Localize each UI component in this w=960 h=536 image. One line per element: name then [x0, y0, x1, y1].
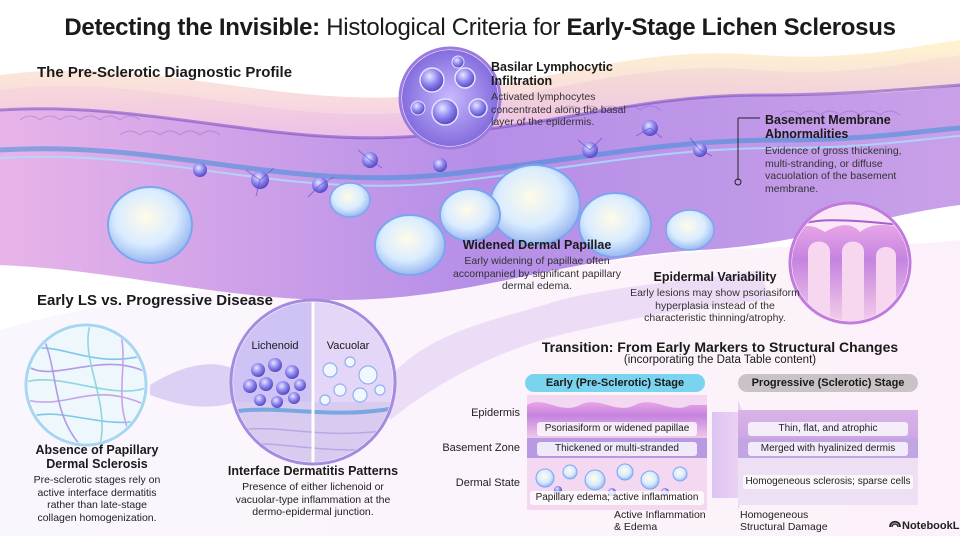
brand-logo: NotebookLM: [902, 520, 960, 532]
papillae-title: Widened Dermal Papillae: [462, 238, 612, 252]
absence-title: Absence of Papillary Dermal Sclerosis: [35, 443, 159, 471]
profile-heading: The Pre-Sclerotic Diagnostic Profile: [37, 64, 293, 81]
basement-body: Evidence of gross thickening, multi-stra…: [765, 145, 902, 195]
papillae-callout: Widened Dermal Papillae Early widening o…: [447, 238, 627, 293]
transition-title: Transition: From Early Markers to Struct…: [541, 339, 899, 355]
title-mid: Histological Criteria for: [326, 14, 561, 41]
basilar-body: Activated lymphocytes concentrated along…: [491, 91, 626, 128]
brand-name: NotebookLM: [902, 520, 960, 532]
absence-callout: Absence of Papillary Dermal Sclerosis Pr…: [28, 443, 166, 524]
early-epidermis-cell: Psoriasiform or widened papillae: [537, 422, 697, 436]
row-label-basement: Basement Zone: [442, 442, 520, 454]
basilar-callout: Basilar Lymphocytic Infiltration Activat…: [491, 60, 631, 129]
papillae-body: Early widening of papillae often accompa…: [452, 255, 622, 292]
interface-callout: Interface Dermatitis Patterns Presence o…: [222, 464, 404, 519]
tab-vacuolar: Vacuolar: [326, 340, 370, 352]
progressive-stage-pill: Progressive (Sclerotic) Stage: [738, 374, 918, 392]
page-title: Detecting the Invisible: Histological Cr…: [0, 14, 960, 42]
title-bold-left: Detecting the Invisible:: [64, 14, 320, 41]
interface-body: Presence of either lichenoid or vacuolar…: [235, 481, 391, 518]
progressive-footer: Homogeneous Structural Damage: [740, 509, 828, 533]
absence-body: Pre-sclerotic stages rely on active inte…: [33, 474, 161, 524]
progressive-basement-cell: Merged with hyalinized dermis: [748, 442, 908, 456]
comparison-heading: Early LS vs. Progressive Disease: [37, 292, 273, 309]
early-basement-cell: Thickened or multi-stranded: [537, 442, 697, 456]
basement-title: Basement Membrane Abnormalities: [765, 113, 891, 141]
basement-callout: Basement Membrane Abnormalities Evidence…: [765, 113, 930, 195]
row-label-dermal: Dermal State: [455, 477, 520, 489]
early-footer: Active Inflammation & Edema: [614, 509, 706, 533]
transition-subtitle: (incorporating the Data Table content): [623, 354, 817, 366]
epidermal-title: Epidermal Variability: [653, 270, 777, 284]
progressive-dermal-cell: Homogeneous sclerosis; sparse cells: [743, 475, 913, 489]
tab-lichenoid: Lichenoid: [251, 340, 299, 352]
progressive-epidermis-cell: Thin, flat, and atrophic: [748, 422, 908, 436]
row-label-epidermis: Epidermis: [471, 407, 520, 419]
title-bold-right: Early-Stage Lichen Sclerosus: [566, 14, 896, 41]
basilar-title: Basilar Lymphocytic Infiltration: [491, 60, 613, 88]
interface-title: Interface Dermatitis Patterns: [227, 464, 399, 478]
epidermal-callout: Epidermal Variability Early lesions may …: [630, 270, 800, 325]
epidermal-body: Early lesions may show psoriasiform hype…: [630, 287, 800, 324]
early-stage-pill: Early (Pre-Sclerotic) Stage: [525, 374, 705, 392]
early-dermal-cell: Papillary edema; active inflammation: [530, 491, 704, 505]
